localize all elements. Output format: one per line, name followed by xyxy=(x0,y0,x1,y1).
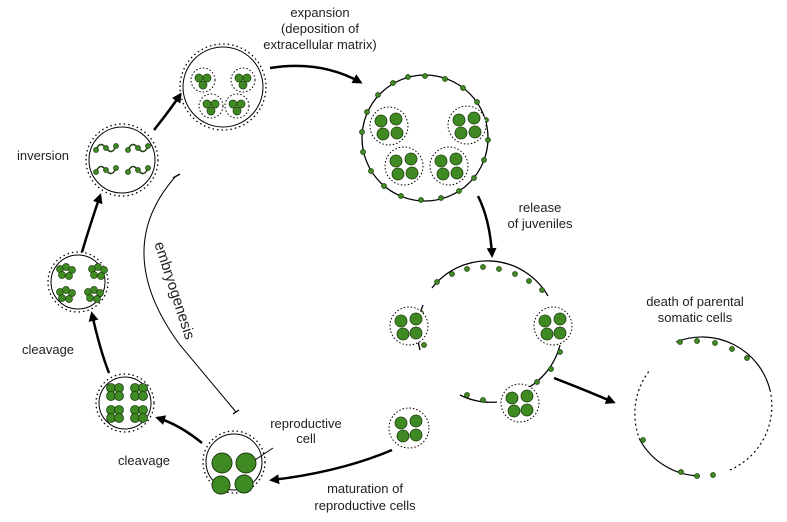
stage-reproductive-cells xyxy=(202,430,266,495)
arrow-release xyxy=(476,195,497,258)
label-release-1: release xyxy=(519,200,562,215)
reproductive-cell xyxy=(235,452,257,474)
arrow-death xyxy=(553,376,616,404)
arrow-cleavage-lower xyxy=(155,415,203,444)
labels: expansion (deposition of extracellular m… xyxy=(17,5,744,513)
reproductive-cell xyxy=(234,474,254,494)
cycle-arrows xyxy=(80,64,616,485)
label-maturation-2: reproductive cells xyxy=(314,498,416,513)
label-inversion: inversion xyxy=(17,148,69,163)
label-expansion-1: expansion xyxy=(290,5,349,20)
reproductive-cell-pointer xyxy=(254,447,274,461)
label-expansion-3: extracellular matrix) xyxy=(263,37,376,52)
label-release-2: of juveniles xyxy=(507,216,573,231)
stage-release xyxy=(389,260,573,423)
label-cleavage-upper: cleavage xyxy=(22,342,74,357)
embryogenesis-bracket xyxy=(143,175,237,413)
stage-juveniles-formed xyxy=(179,43,267,131)
arrow-cleavage-upper xyxy=(88,311,111,374)
reproductive-cell xyxy=(211,475,231,495)
label-cleavage-lower: cleavage xyxy=(118,453,170,468)
label-embryogenesis: embryogenesis xyxy=(150,240,198,342)
arrow-maturation xyxy=(269,448,393,485)
label-maturation-1: maturation of xyxy=(327,481,403,496)
label-expansion-2: (deposition of xyxy=(281,21,359,36)
label-death-1: death of parental xyxy=(646,294,744,309)
stage-parent-death xyxy=(634,336,773,479)
arrow-expansion xyxy=(269,64,363,84)
label-reproductive-1: reproductive xyxy=(270,416,342,431)
stage-inversion xyxy=(85,123,159,197)
arrow-inversion xyxy=(80,193,103,253)
arrow-to-juveniles xyxy=(153,92,182,131)
stage-cleavage-early xyxy=(95,373,155,433)
stage-cleavage-late xyxy=(47,251,109,313)
label-death-2: somatic cells xyxy=(658,310,733,325)
label-reproductive-2: cell xyxy=(296,431,316,446)
reproductive-cell xyxy=(211,452,233,474)
stage-free-juvenile xyxy=(388,407,430,449)
stage-expansion xyxy=(359,73,491,203)
